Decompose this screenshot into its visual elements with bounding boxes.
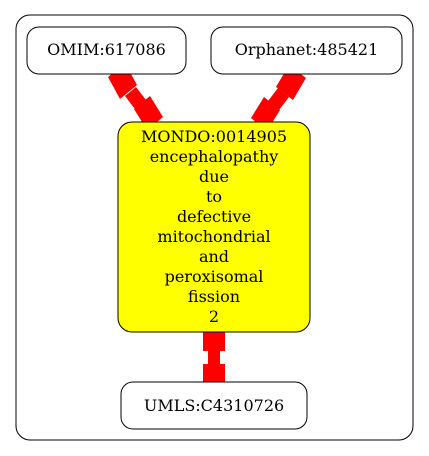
node-mondo-line-1: encephalopathy: [150, 147, 279, 166]
node-omim-box: [26, 26, 187, 75]
node-mondo-line-3: to: [206, 187, 222, 206]
node-orphanet-label: Orphanet:485421: [235, 40, 379, 59]
node-mondo-line-4: defective: [177, 207, 251, 226]
node-orphanet[interactable]: Orphanet:485421: [210, 26, 403, 75]
edge-mondo-umls-head: [203, 327, 225, 351]
node-mondo-line-5: mitochondrial: [157, 227, 270, 246]
node-mondo-line-6: and: [199, 247, 229, 266]
node-omim[interactable]: OMIM:617086: [26, 26, 187, 75]
node-mondo-line-7: peroxisomal: [165, 267, 264, 286]
node-omim-label: OMIM:617086: [47, 40, 166, 59]
node-mondo-line-8: fission: [188, 287, 240, 306]
node-umls-label: UMLS:C4310726: [144, 396, 284, 415]
edge-orphanet-to-mondo: [251, 65, 306, 131]
node-mondo-line-2: due: [199, 167, 229, 186]
node-mondo-line-9: 2: [209, 307, 219, 326]
edge-mondo-umls-shaft: [208, 349, 220, 366]
node-umls[interactable]: UMLS:C4310726: [120, 381, 308, 430]
edge-mondo-to-umls: [203, 327, 225, 387]
node-mondo-box: [117, 121, 311, 333]
node-orphanet-box: [210, 26, 403, 75]
node-mondo[interactable]: MONDO:0014905 encephalopathy due to defe…: [117, 121, 311, 333]
edge-mondo-umls-tail: [203, 364, 225, 387]
node-umls-box: [120, 381, 308, 430]
node-mondo-line-0: MONDO:0014905: [141, 127, 287, 146]
cluster-frame: [15, 14, 414, 441]
